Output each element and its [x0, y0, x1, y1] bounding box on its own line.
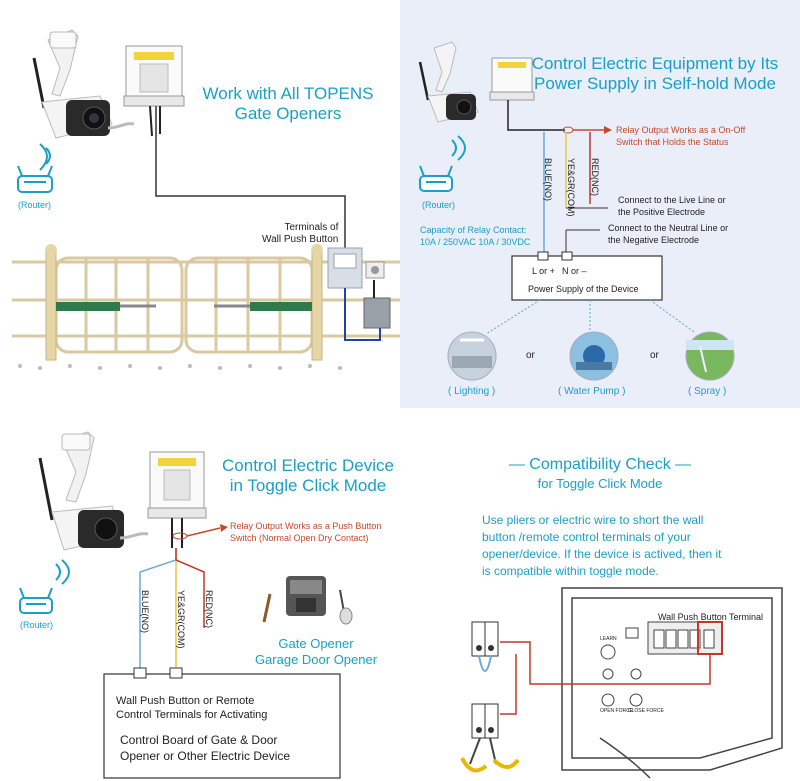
toggle-diagram: [19, 431, 353, 779]
panel2-title: Control Electric Equipment by Its Power …: [510, 54, 800, 94]
box-line-3: Control Board of Gate & Door: [120, 733, 278, 747]
box-line-4: Opener or Other Electric Device: [120, 749, 291, 763]
panel1-title: Work with All TOPENS Gate Openers: [186, 84, 390, 124]
gate-arm-left: [56, 302, 120, 311]
water-pump-icon: [569, 331, 619, 381]
self-hold-diagram: [418, 41, 735, 381]
wire-label-red: RED(NC): [590, 158, 600, 196]
lighting-icon: [447, 331, 497, 381]
wire-label-yegr: YE&GR(COM): [566, 158, 576, 217]
box-line-2: Control Terminals for Activating: [116, 709, 268, 721]
gate-fence: [12, 256, 400, 354]
router-icon: [419, 135, 466, 192]
router-label: (Router): [422, 200, 456, 210]
terminal-l: L or +: [532, 266, 555, 276]
desc-line-4: is compatible within toggle mode.: [482, 564, 659, 578]
gate-illustration: [12, 29, 400, 370]
terminal-label-line-2: Wall Push Button: [262, 234, 339, 245]
terminal-strip: [647, 621, 723, 655]
terminal-label-line-1: Terminals of: [284, 222, 339, 233]
router-label: (Router): [18, 200, 52, 210]
controller-box: [123, 45, 346, 250]
wire-label-blue: BLUE(NO): [543, 158, 553, 202]
compat-description: Use pliers or electric wire to short the…: [482, 512, 721, 580]
learn-label: LEARN: [600, 636, 617, 642]
controller-box: [489, 57, 612, 134]
compat-subtitle: for Toggle Click Mode: [537, 476, 663, 491]
board-terminal-label: Wall Push Button Terminal: [658, 612, 764, 622]
title-line-1: Control Electric Equipment by Its: [531, 54, 779, 73]
opener-line-2: Garage Door Opener: [254, 652, 378, 667]
desc-line-3: opener/device. If the device is actived,…: [482, 547, 722, 561]
capacity-line-2: 10A / 250VAC 10A / 30VDC: [420, 237, 531, 247]
relay-note-line-2: Switch (Normal Open Dry Contact): [230, 533, 369, 543]
open-force-label: OPEN FORCE: [600, 708, 634, 714]
opener-label: Gate Opener Garage Door Opener: [236, 636, 396, 668]
gate-opener-icon: [262, 576, 353, 625]
wire-label-yegr: YE&GR(COM): [176, 590, 186, 649]
panel-gate-openers: Work with All TOPENS Gate Openers (Route…: [0, 0, 400, 408]
device-label-spray: ( Spray ): [688, 386, 727, 397]
gate-arm-right: [250, 302, 312, 311]
terminal-block-wire: [471, 621, 499, 672]
compatibility-diagram: [460, 587, 783, 779]
box-text-top: Wall Push Button or Remote Control Termi…: [116, 694, 267, 722]
capacity-note: Capacity of Relay Contact: 10A / 250VAC …: [420, 224, 530, 248]
live-line-note: Connect to the Live Line or the Positive…: [618, 194, 726, 218]
controller-box: [147, 451, 228, 548]
wire-red: [175, 548, 205, 628]
router-icon: [17, 143, 53, 193]
neutral-line-1: Connect to the Neutral Line or: [608, 223, 729, 233]
spray-icon: [685, 331, 735, 381]
terminal-block-pliers: [460, 703, 520, 773]
panel3-title: Control Electric Device in Toggle Click …: [198, 456, 400, 496]
opener-line-1: Gate Opener: [278, 636, 354, 651]
or-label-1: or: [526, 350, 535, 361]
live-line-1: Connect to the Live Line or: [618, 195, 726, 205]
control-board-box: [103, 673, 341, 779]
relay-note: Relay Output Works as a On-Off Switch th…: [616, 124, 745, 148]
router-label: (Router): [20, 620, 54, 630]
terminal-n: N or –: [562, 266, 587, 276]
panel-self-hold-mode: Control Electric Equipment by Its Power …: [400, 0, 800, 408]
box-text-bottom: Control Board of Gate & Door Opener or O…: [120, 732, 290, 764]
router-icon: [19, 559, 70, 614]
panel-compatibility-check: — Compatibility Check — for Toggle Click…: [400, 408, 800, 781]
compat-title: — Compatibility Check —: [508, 456, 692, 473]
title-line-1: Control Electric Device: [222, 456, 394, 475]
panel-toggle-click-mode: Control Electric Device in Toggle Click …: [0, 408, 400, 781]
desc-line-1: Use pliers or electric wire to short the…: [482, 513, 704, 527]
neutral-line-2: the Negative Electrode: [608, 235, 700, 245]
neutral-line-note: Connect to the Neutral Line or the Negat…: [608, 222, 728, 246]
power-supply-label: Power Supply of the Device: [528, 284, 639, 294]
title-line-2: Power Supply in Self-hold Mode: [534, 74, 776, 93]
relay-note: Relay Output Works as a Push Button Swit…: [230, 520, 381, 544]
live-line-2: the Positive Electrode: [618, 207, 706, 217]
camera-icon: [38, 431, 149, 551]
terminal-label: Terminals of Wall Push Button: [262, 222, 338, 246]
device-label-water-pump: ( Water Pump ): [558, 386, 626, 397]
title-line-2: in Toggle Click Mode: [229, 476, 387, 495]
terminal-box: [327, 247, 391, 341]
camera-icon: [32, 29, 135, 139]
relay-note-line-1: Relay Output Works as a On-Off: [616, 125, 746, 135]
wire-label-blue: BLUE(NO): [140, 590, 150, 634]
wire-label-red: RED(NC): [204, 590, 214, 628]
or-label-2: or: [650, 350, 659, 361]
relay-note-line-1: Relay Output Works as a Push Button: [230, 521, 382, 531]
camera-icon: [418, 41, 479, 123]
desc-line-2: button /remote control terminals of your: [482, 530, 691, 544]
title-line-1: Work with All TOPENS: [202, 84, 374, 103]
close-force-label: CLOSE FORCE: [628, 708, 664, 714]
capacity-line-1: Capacity of Relay Contact:: [420, 225, 527, 235]
relay-note-line-2: Switch that Holds the Status: [616, 137, 729, 147]
box-line-1: Wall Push Button or Remote: [116, 695, 255, 707]
title-line-2: Gate Openers: [234, 104, 342, 123]
device-label-lighting: ( Lighting ): [448, 386, 496, 397]
power-supply-box: [511, 255, 663, 301]
